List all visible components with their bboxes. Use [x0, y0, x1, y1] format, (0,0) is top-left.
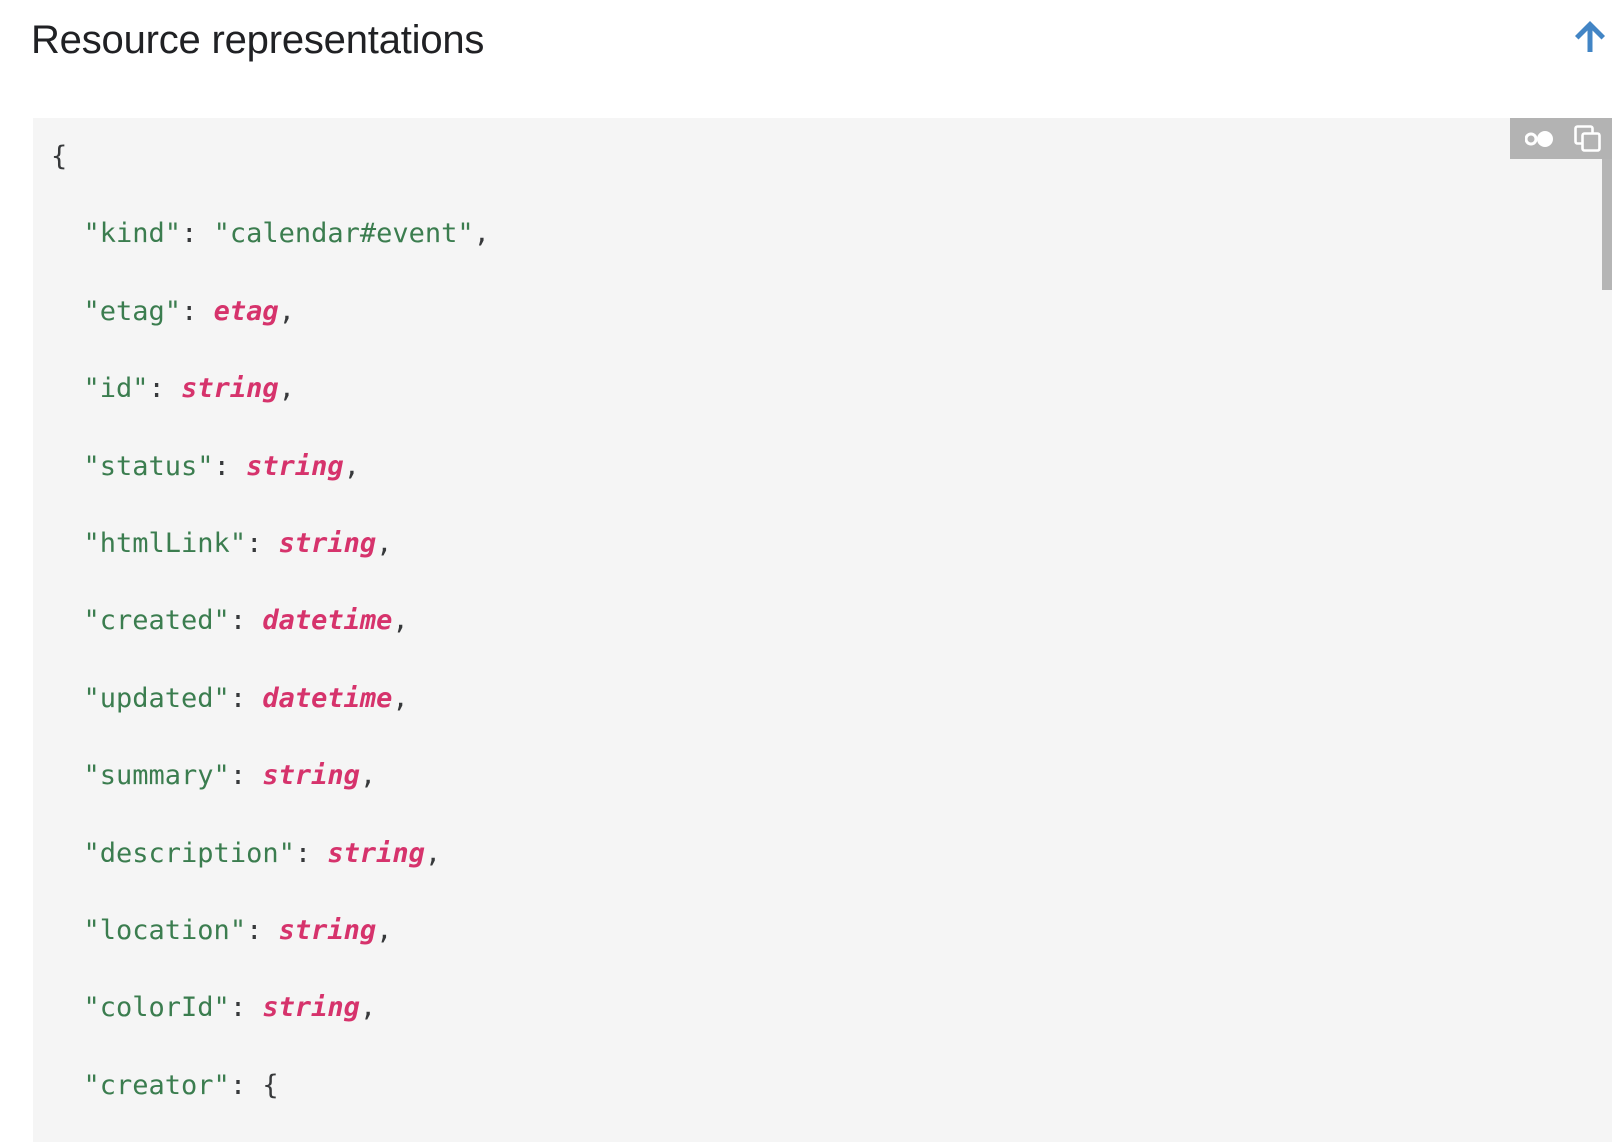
code-token-punc: :	[181, 295, 214, 327]
code-token-punc: :	[229, 992, 263, 1024]
code-line: "id": string,	[51, 370, 1612, 409]
code-token-punc: ,	[376, 527, 393, 559]
code-token-key: "kind"	[83, 218, 182, 250]
code-token-punc: ,	[278, 373, 295, 405]
code-token-punc: : {	[229, 1069, 279, 1101]
code-token-typ: string	[278, 527, 377, 559]
code-token-punc: ,	[392, 682, 409, 714]
code-token-typ: string	[181, 373, 279, 405]
code-token-key: "description"	[83, 837, 295, 869]
code-token-typ: string	[278, 914, 377, 946]
code-token-typ: datetime	[262, 682, 393, 714]
code-toolbar	[1510, 118, 1612, 159]
code-line: {	[51, 138, 1612, 177]
code-scrollbar-thumb[interactable]	[1602, 118, 1612, 290]
code-line: "location": string,	[51, 912, 1612, 951]
code-sample-block: { "kind": "calendar#event", "etag": etag…	[33, 118, 1612, 1142]
code-token-typ: etag	[213, 295, 279, 327]
code-token-key: "id"	[83, 373, 149, 405]
code-line: "summary": string,	[51, 757, 1612, 796]
code-token-str: "calendar#event"	[213, 218, 474, 250]
page-header: Resource representations	[0, 0, 1624, 100]
code-line: "description": string,	[51, 835, 1612, 874]
code-token-punc: :	[181, 218, 214, 250]
code-token-key: "status"	[83, 450, 214, 482]
code-token-punc: :	[229, 760, 263, 792]
code-token-punc: ,	[359, 760, 377, 792]
code-line: "kind": "calendar#event",	[51, 215, 1612, 254]
code-token-punc: :	[246, 914, 279, 946]
code-token-typ: string	[262, 992, 360, 1024]
code-token-punc: {	[51, 141, 68, 172]
code-token-punc: ,	[424, 837, 442, 869]
code-token-punc: ,	[359, 992, 377, 1024]
page-title: Resource representations	[31, 18, 485, 62]
code-token-punc: :	[213, 450, 247, 482]
code-token-punc: :	[246, 527, 279, 559]
code-token-typ: datetime	[262, 605, 393, 637]
code-token-typ: string	[262, 760, 360, 792]
code-line: "status": string,	[51, 448, 1612, 487]
code-token-key: "etag"	[83, 295, 182, 327]
code-token-key: "location"	[83, 914, 247, 946]
code-line: "updated": datetime,	[51, 680, 1612, 719]
code-token-key: "colorId"	[83, 992, 230, 1024]
code-token-punc: ,	[278, 295, 295, 327]
code-token-key: "updated"	[83, 682, 230, 714]
dark-mode-toggle-icon[interactable]	[1518, 118, 1562, 159]
code-line: "etag": etag,	[51, 293, 1612, 332]
code-token-punc: ,	[376, 914, 393, 946]
code-token-key: "creator"	[83, 1069, 230, 1101]
code-scroll-area[interactable]: { "kind": "calendar#event", "etag": etag…	[33, 118, 1612, 1142]
code-token-key: "htmlLink"	[83, 527, 247, 559]
code-token-punc: :	[229, 682, 263, 714]
code-token-punc: ,	[392, 605, 409, 637]
code-token-punc: :	[229, 605, 263, 637]
code-token-key: "summary"	[83, 760, 230, 792]
code-token-punc: ,	[343, 450, 360, 482]
arrow-up-icon[interactable]	[1566, 12, 1614, 60]
code-token-typ: string	[327, 837, 425, 869]
code-token-punc: :	[148, 373, 182, 405]
code-token-punc: :	[294, 837, 328, 869]
json-resource-representation: { "kind": "calendar#event", "etag": etag…	[33, 118, 1612, 1142]
code-line: "creator": {	[51, 1067, 1612, 1106]
code-line: "created": datetime,	[51, 602, 1612, 641]
code-token-key: "created"	[83, 605, 230, 637]
code-line: "htmlLink": string,	[51, 525, 1612, 564]
code-token-punc: ,	[473, 218, 490, 250]
code-token-typ: string	[246, 450, 344, 482]
code-line: "colorId": string,	[51, 989, 1612, 1028]
copy-icon[interactable]	[1566, 118, 1610, 159]
